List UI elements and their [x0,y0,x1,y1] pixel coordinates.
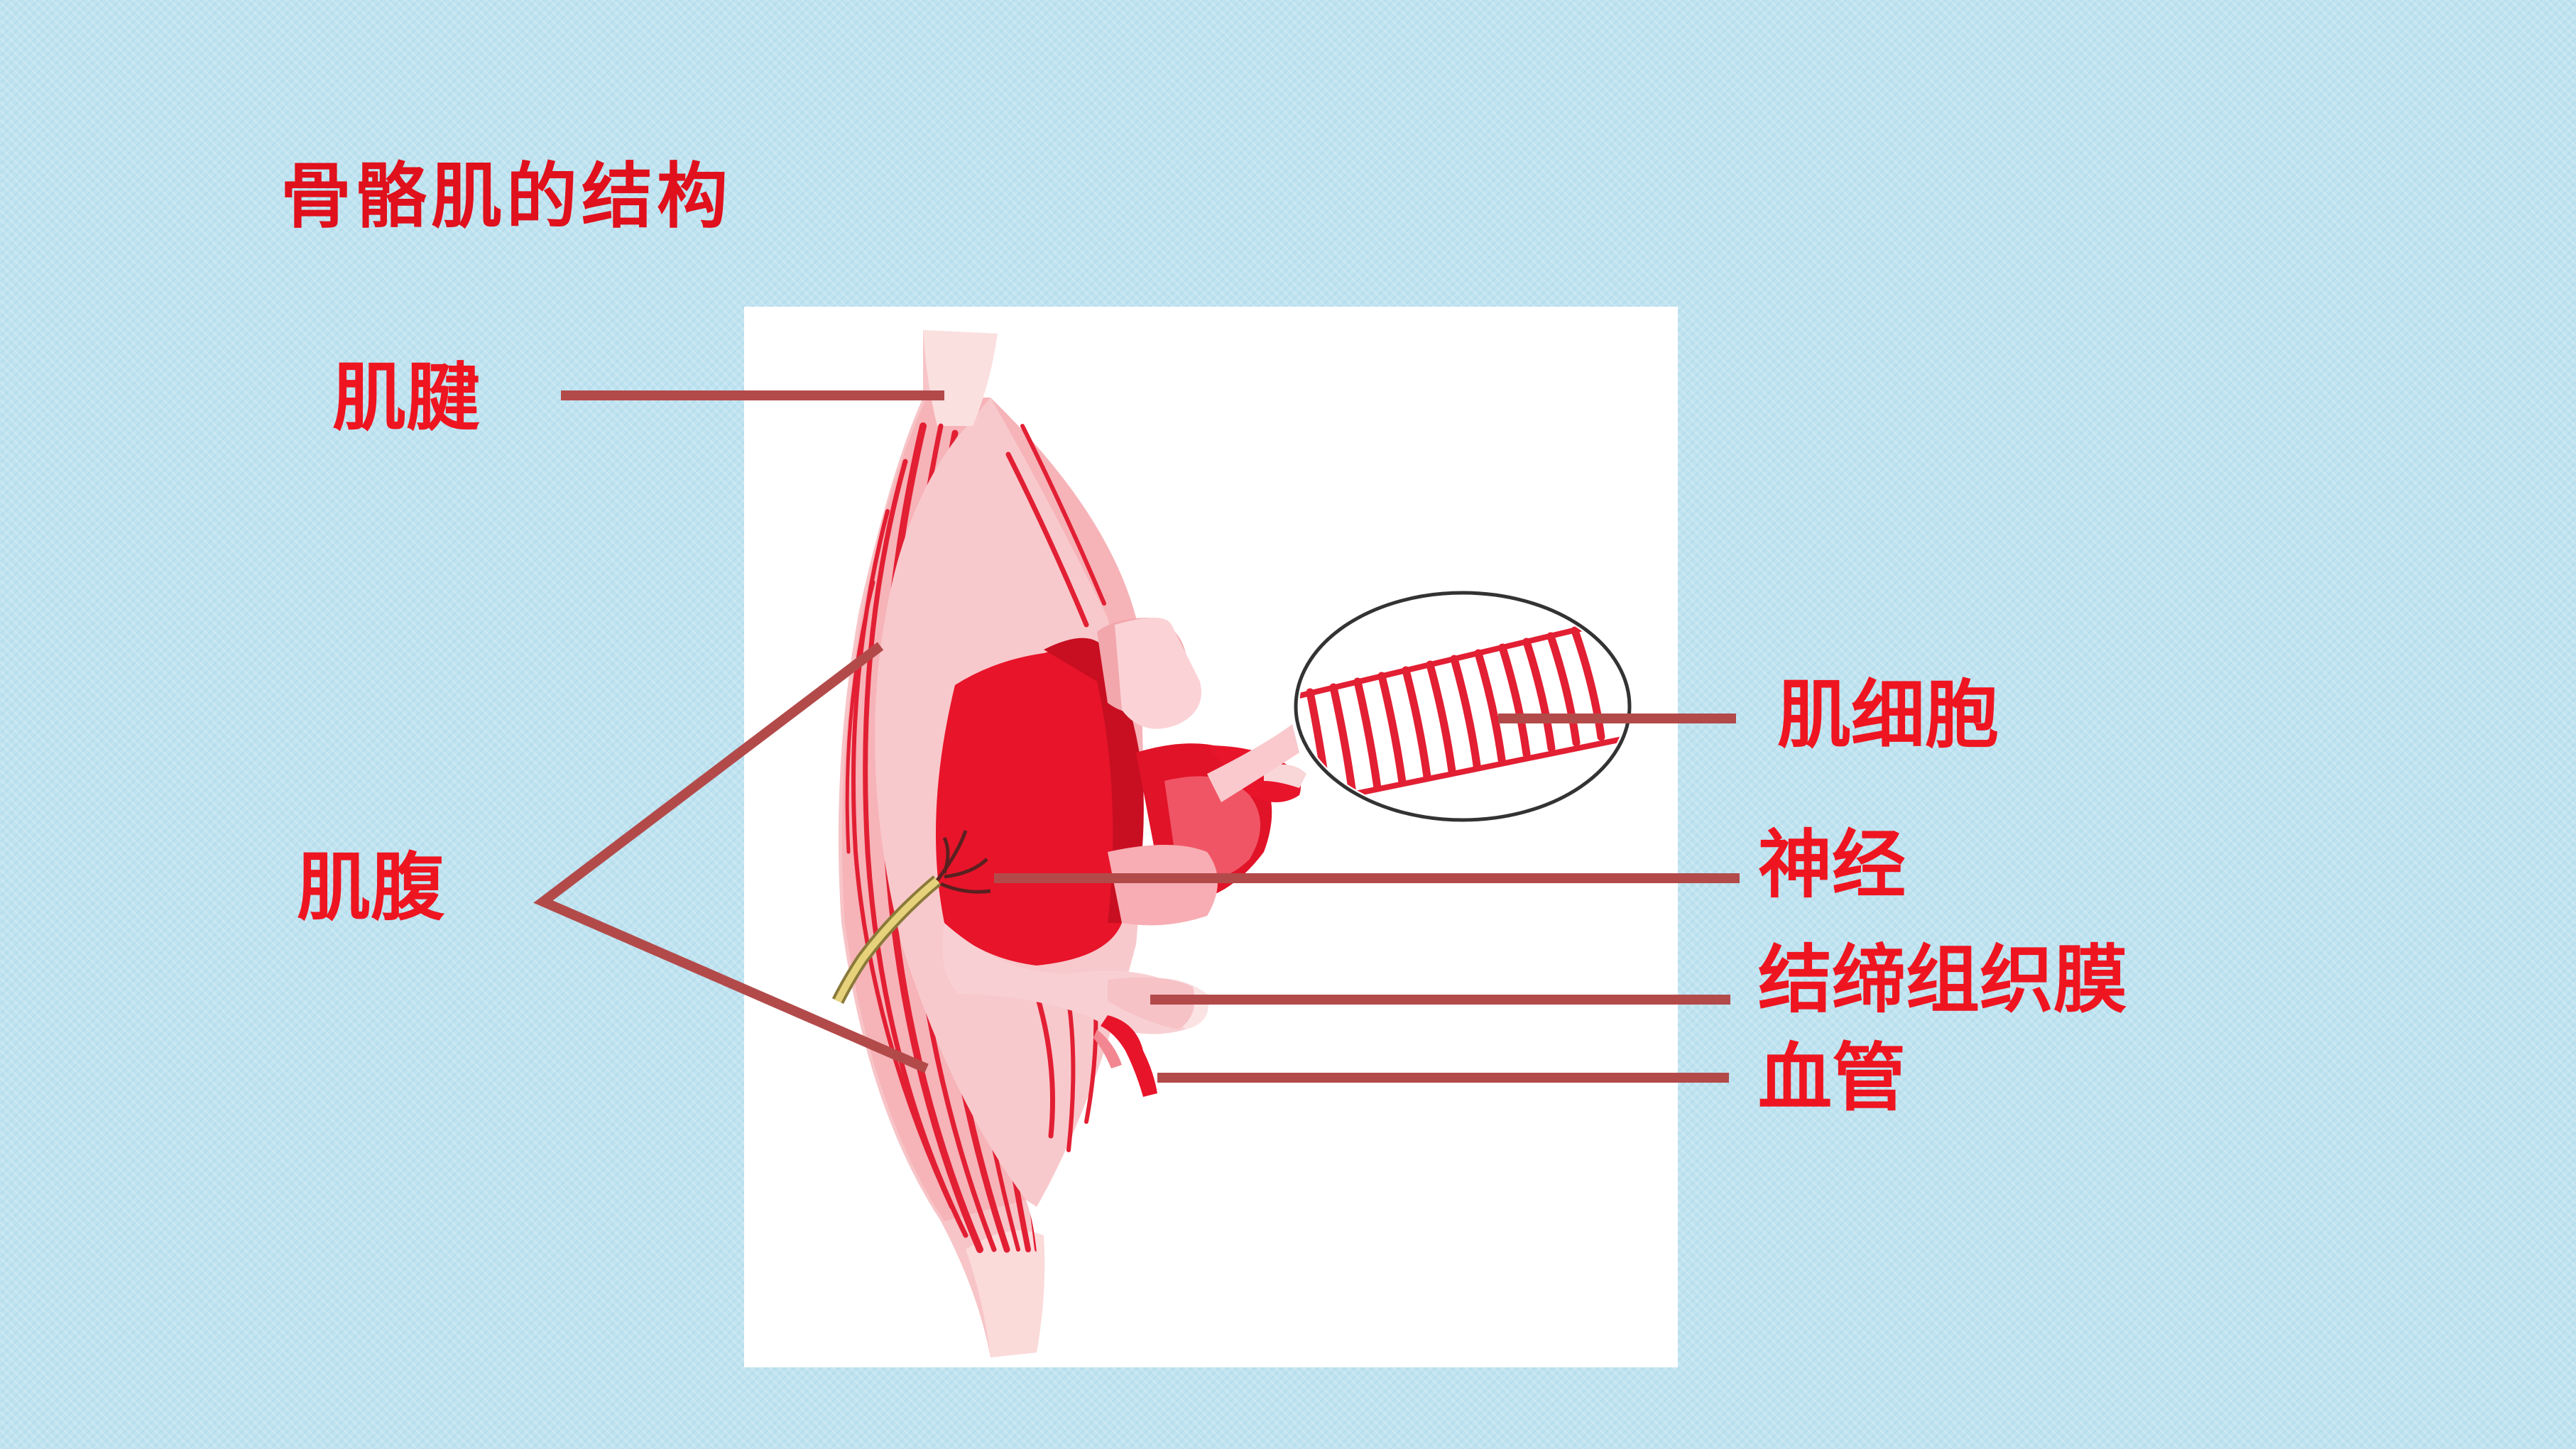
label-belly: 肌腹 [297,844,445,931]
leader-lines [533,390,1740,1083]
slide-title: 骨骼肌的结构 [280,154,732,238]
label-fascia: 结缔组织膜 [1758,936,2128,1023]
nerve [831,830,991,1005]
label-muscle-cell: 肌细胞 [1777,672,1999,758]
blood-vessel [1093,1015,1157,1097]
fiber-extension [1207,724,1299,802]
muscle-cell-magnified [1294,591,1632,822]
leader-belly [533,642,929,1073]
label-tendon: 肌腱 [332,354,481,441]
label-nerve: 神经 [1758,821,1906,908]
label-blood-vessel: 血管 [1758,1034,1906,1121]
